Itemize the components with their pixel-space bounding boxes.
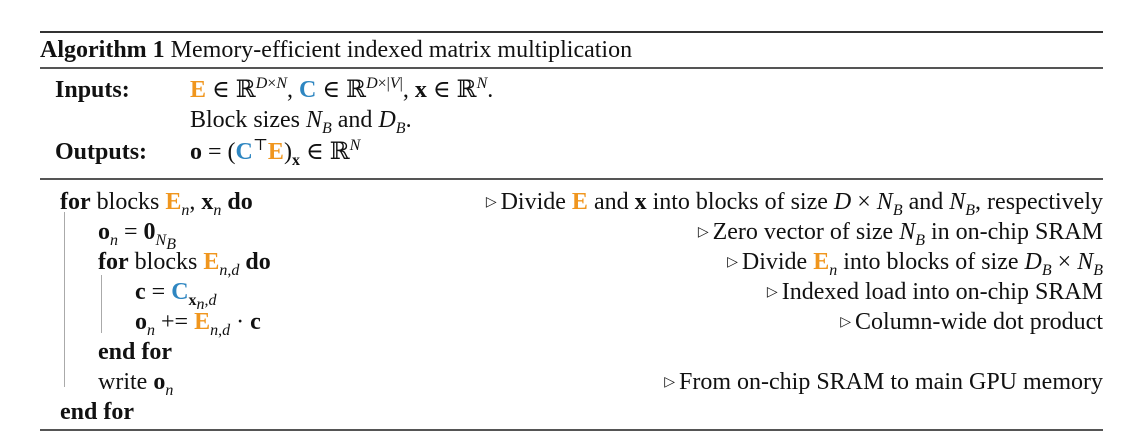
caption-rule (40, 67, 1103, 69)
step-2-code: on = 0NB (98, 219, 176, 253)
step-5-code: on += En,d · c (135, 309, 261, 339)
top-rule (40, 31, 1103, 33)
comment-triangle-icon: ▷ (664, 375, 675, 390)
inputs-line-2: Block sizes NB and DB. (190, 107, 412, 137)
step-5-comment: ▷Column-wide dot product (840, 309, 1103, 335)
step-7-code: write on (98, 369, 174, 399)
indent-guide-inner (101, 275, 102, 333)
comment-triangle-icon: ▷ (766, 285, 778, 300)
step-1-comment: ▷Divide E and x into blocks of size D × … (485, 189, 1103, 219)
comment-triangle-icon: ▷ (727, 255, 738, 270)
algorithm-caption: Algorithm 1 Memory-efficient indexed mat… (40, 36, 632, 64)
inputs-label: Inputs: (55, 77, 130, 103)
step-4-code: c = Cxn,d (135, 279, 217, 313)
step-8-code: end for (60, 399, 134, 425)
header-rule (40, 178, 1103, 180)
outputs-label: Outputs: (55, 139, 148, 165)
step-2-comment: ▷Zero vector of size NB in on-chip SRAM (697, 219, 1103, 249)
algorithm-label: Algorithm 1 (40, 37, 165, 63)
inputs-line-1: E ∈ ℝD×N, C ∈ ℝD×|V|, x ∈ ℝN. (190, 75, 494, 104)
step-3-comment: ▷Divide En into blocks of size DB × NB (727, 249, 1103, 279)
outputs-line: o = (C⊤E)x ∈ ℝN (190, 137, 361, 169)
step-6-code: end for (98, 339, 172, 365)
step-7-comment: ▷From on-chip SRAM to main GPU memory (664, 369, 1103, 395)
comment-triangle-icon: ▷ (697, 225, 709, 240)
indent-guide-outer (64, 212, 65, 387)
comment-triangle-icon: ▷ (840, 315, 852, 330)
step-4-comment: ▷Indexed load into on-chip SRAM (766, 279, 1103, 305)
bottom-rule (40, 429, 1103, 431)
algorithm-title: Memory-efficient indexed matrix multipli… (170, 37, 633, 63)
step-3-code: for blocks En,d do (98, 249, 271, 279)
comment-triangle-icon: ▷ (485, 195, 497, 210)
step-1-code: for blocks En, xn do (60, 189, 253, 219)
